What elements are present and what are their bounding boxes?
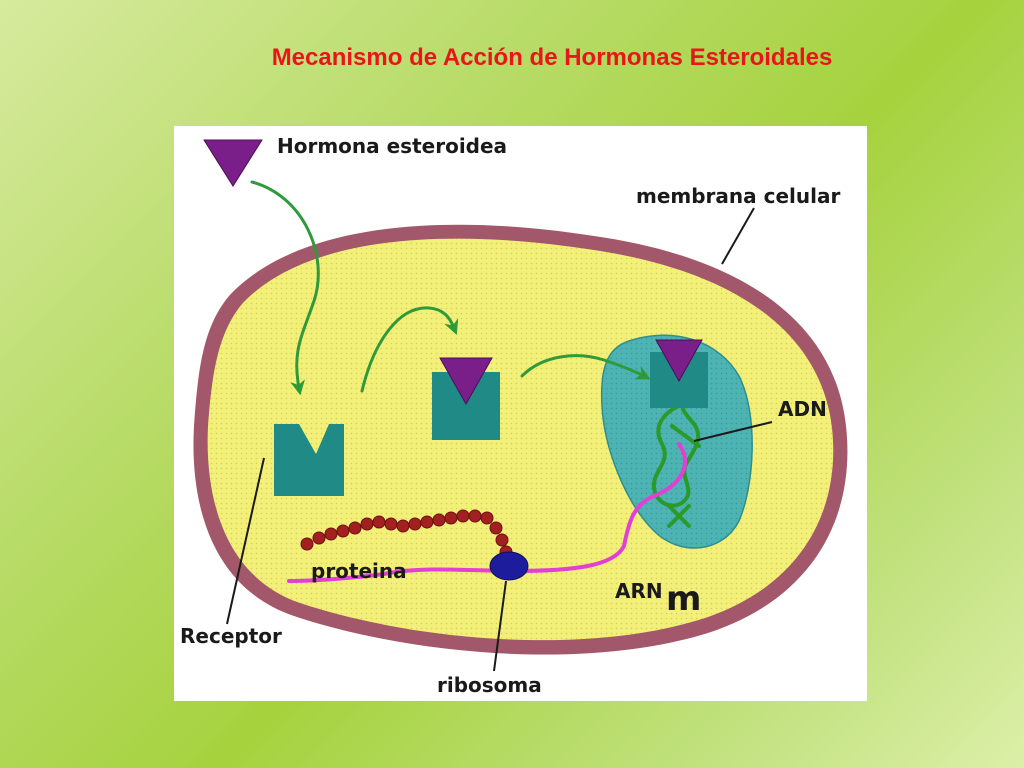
arrow-binding [360,306,459,393]
label-dna: ADN [778,397,827,421]
cell-diagram: Hormona esteroidea membrana celular ADN … [180,134,848,697]
hormone-free-icon [203,139,263,187]
receptor-empty [274,424,344,496]
hormone-nuclear-icon [655,339,703,383]
label-mrna: ARN m [615,579,701,619]
arrow-translocation [520,354,651,380]
label-mrna-sub: m [666,579,701,619]
leader-lines [226,207,773,672]
arrow-entry [250,180,320,396]
diagram-panel: Hormona esteroidea membrana celular ADN … [174,126,867,701]
protein-chain [300,509,513,559]
mrna-strand [287,442,687,583]
label-receptor: Receptor [180,624,282,648]
label-protein: proteina [311,559,407,583]
label-hormone: Hormona esteroidea [277,134,507,158]
label-mrna-main: ARN [615,579,663,603]
ribosome [489,551,529,581]
label-ribosome: ribosoma [437,673,542,697]
pathway-arrows [250,180,651,396]
nucleus [600,334,753,549]
slide-title: Mecanismo de Acción de Hormonas Esteroid… [271,44,833,71]
dna-strand [651,399,701,528]
hormone-bound-icon [439,357,493,406]
label-membrane: membrana celular [636,184,840,208]
